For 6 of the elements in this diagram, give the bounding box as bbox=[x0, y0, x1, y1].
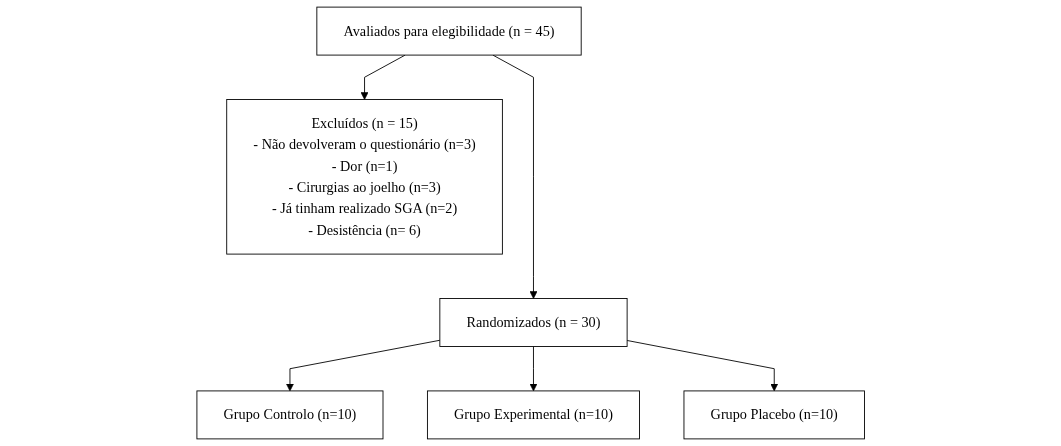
node-box: Avaliados para elegibilidade (n = 45) bbox=[316, 6, 582, 56]
node-box: Excluídos (n = 15) - Não devolveram o questionário (n=3) - Dor (n=1) - Cirurgias ao joelho (n=3) - Já tinham realizado SGA (n=2) - Desistência (n= 6) bbox=[226, 99, 503, 255]
node-box: Grupo Placebo (n=10) bbox=[683, 390, 865, 440]
node-box: Grupo Controlo (n=10) bbox=[196, 390, 384, 440]
node-box: Grupo Experimental (n=10) bbox=[426, 390, 640, 440]
node-box: Randomizados (n = 30) bbox=[439, 298, 628, 347]
